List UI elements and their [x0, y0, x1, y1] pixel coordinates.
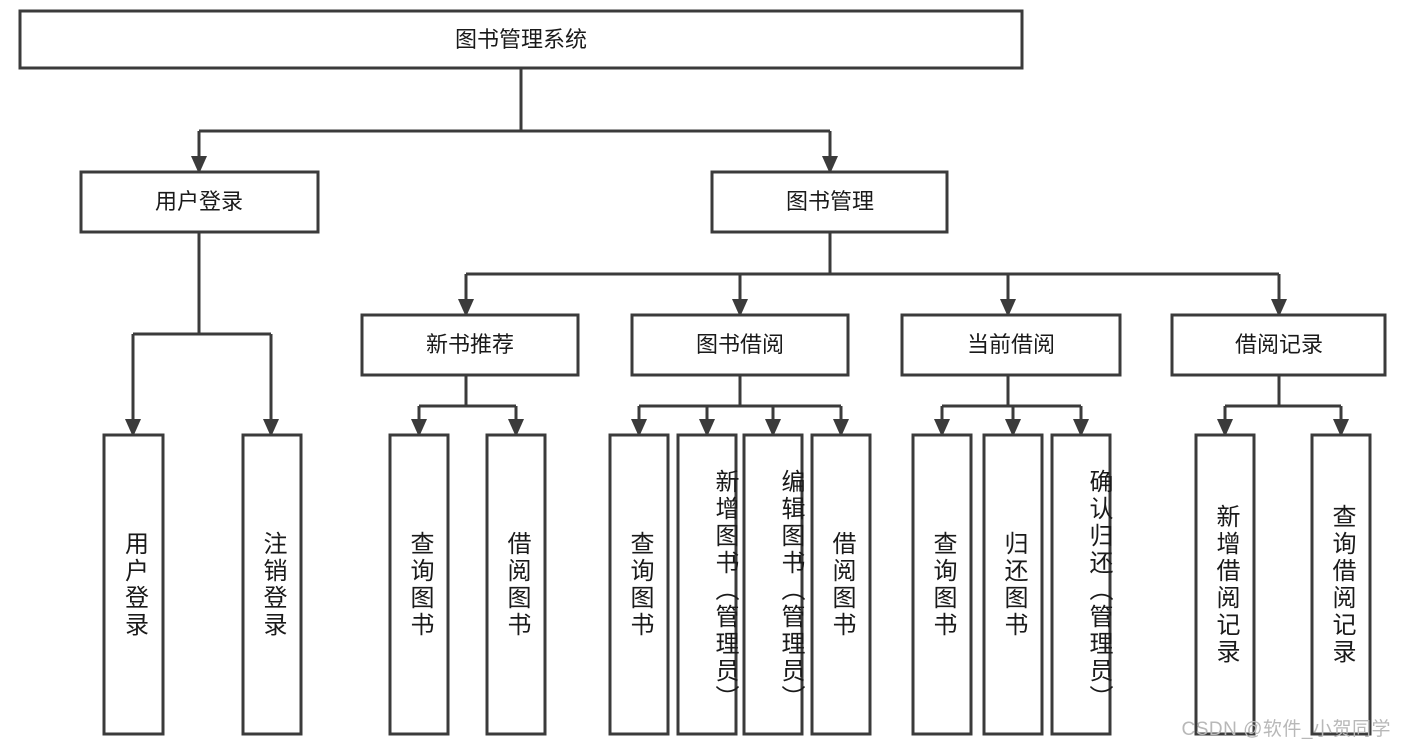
arrowhead-leaf-query-book-2: [631, 419, 647, 437]
connector-layer: [131, 68, 1343, 421]
node-root-label: 图书管理系统: [455, 27, 587, 52]
arrowhead-borrow-record: [1271, 299, 1287, 317]
arrowhead-leaf-edit-book-admin: [765, 419, 781, 437]
node-book-manage-label: 图书管理: [786, 189, 874, 214]
node-leaf-return-book[interactable]: [982, 433, 1044, 736]
node-leaf-confirm-return-admin[interactable]: [1050, 433, 1112, 736]
node-new-book-recommend-label: 新书推荐: [426, 332, 514, 357]
arrowhead-book-borrow: [732, 299, 748, 317]
arrowhead-book-manage: [822, 156, 838, 174]
node-current-borrow[interactable]: [900, 313, 1122, 377]
node-leaf-add-book-admin[interactable]: [676, 433, 738, 736]
node-book-manage[interactable]: [710, 170, 949, 234]
arrowhead-leaf-user-login: [125, 419, 141, 437]
node-root[interactable]: [18, 9, 1024, 70]
arrowhead-current-borrow: [1000, 299, 1016, 317]
arrowhead-new-book-recommend: [458, 299, 474, 317]
node-leaf-add-borrow-record[interactable]: [1194, 433, 1256, 736]
node-leaf-user-login[interactable]: [102, 433, 165, 736]
node-leaf-logout[interactable]: [241, 433, 303, 736]
node-leaf-query-borrow-record[interactable]: [1310, 433, 1372, 736]
node-leaf-query-book-2[interactable]: [608, 433, 670, 736]
arrowhead-leaf-query-book-3: [934, 419, 950, 437]
node-leaf-query-book-1[interactable]: [388, 433, 450, 736]
arrowhead-user-login: [191, 156, 207, 174]
arrowhead-leaf-borrow-book-1: [508, 419, 524, 437]
node-book-borrow-label: 图书借阅: [696, 332, 784, 357]
arrowhead-leaf-borrow-book-2: [833, 419, 849, 437]
node-current-borrow-label: 当前借阅: [967, 332, 1055, 357]
node-new-book-recommend[interactable]: [360, 313, 580, 377]
arrowhead-leaf-add-borrow-record: [1217, 419, 1233, 437]
node-leaf-edit-book-admin[interactable]: [742, 433, 804, 736]
node-user-login[interactable]: [79, 170, 320, 234]
arrowhead-leaf-confirm-return-admin: [1073, 419, 1089, 437]
node-layer: 图书管理系统 用户登录 图书管理 新书推荐 图书借阅 当前借阅 借阅记录: [18, 9, 1387, 736]
node-user-login-label: 用户登录: [155, 189, 243, 214]
node-borrow-record[interactable]: [1170, 313, 1387, 377]
arrowhead-layer: [125, 156, 1349, 437]
arrowhead-leaf-query-book-1: [411, 419, 427, 437]
arrowhead-leaf-add-book-admin: [699, 419, 715, 437]
csdn-watermark: CSDN @软件_小贺同学: [1181, 719, 1391, 740]
node-leaf-borrow-book-1[interactable]: [485, 433, 547, 736]
node-leaf-query-book-3[interactable]: [911, 433, 973, 736]
node-leaf-borrow-book-2[interactable]: [810, 433, 872, 736]
arrowhead-leaf-logout: [263, 419, 279, 437]
node-book-borrow[interactable]: [630, 313, 850, 377]
arrowhead-leaf-query-borrow-record: [1333, 419, 1349, 437]
node-borrow-record-label: 借阅记录: [1235, 332, 1323, 357]
arrowhead-leaf-return-book: [1005, 419, 1021, 437]
